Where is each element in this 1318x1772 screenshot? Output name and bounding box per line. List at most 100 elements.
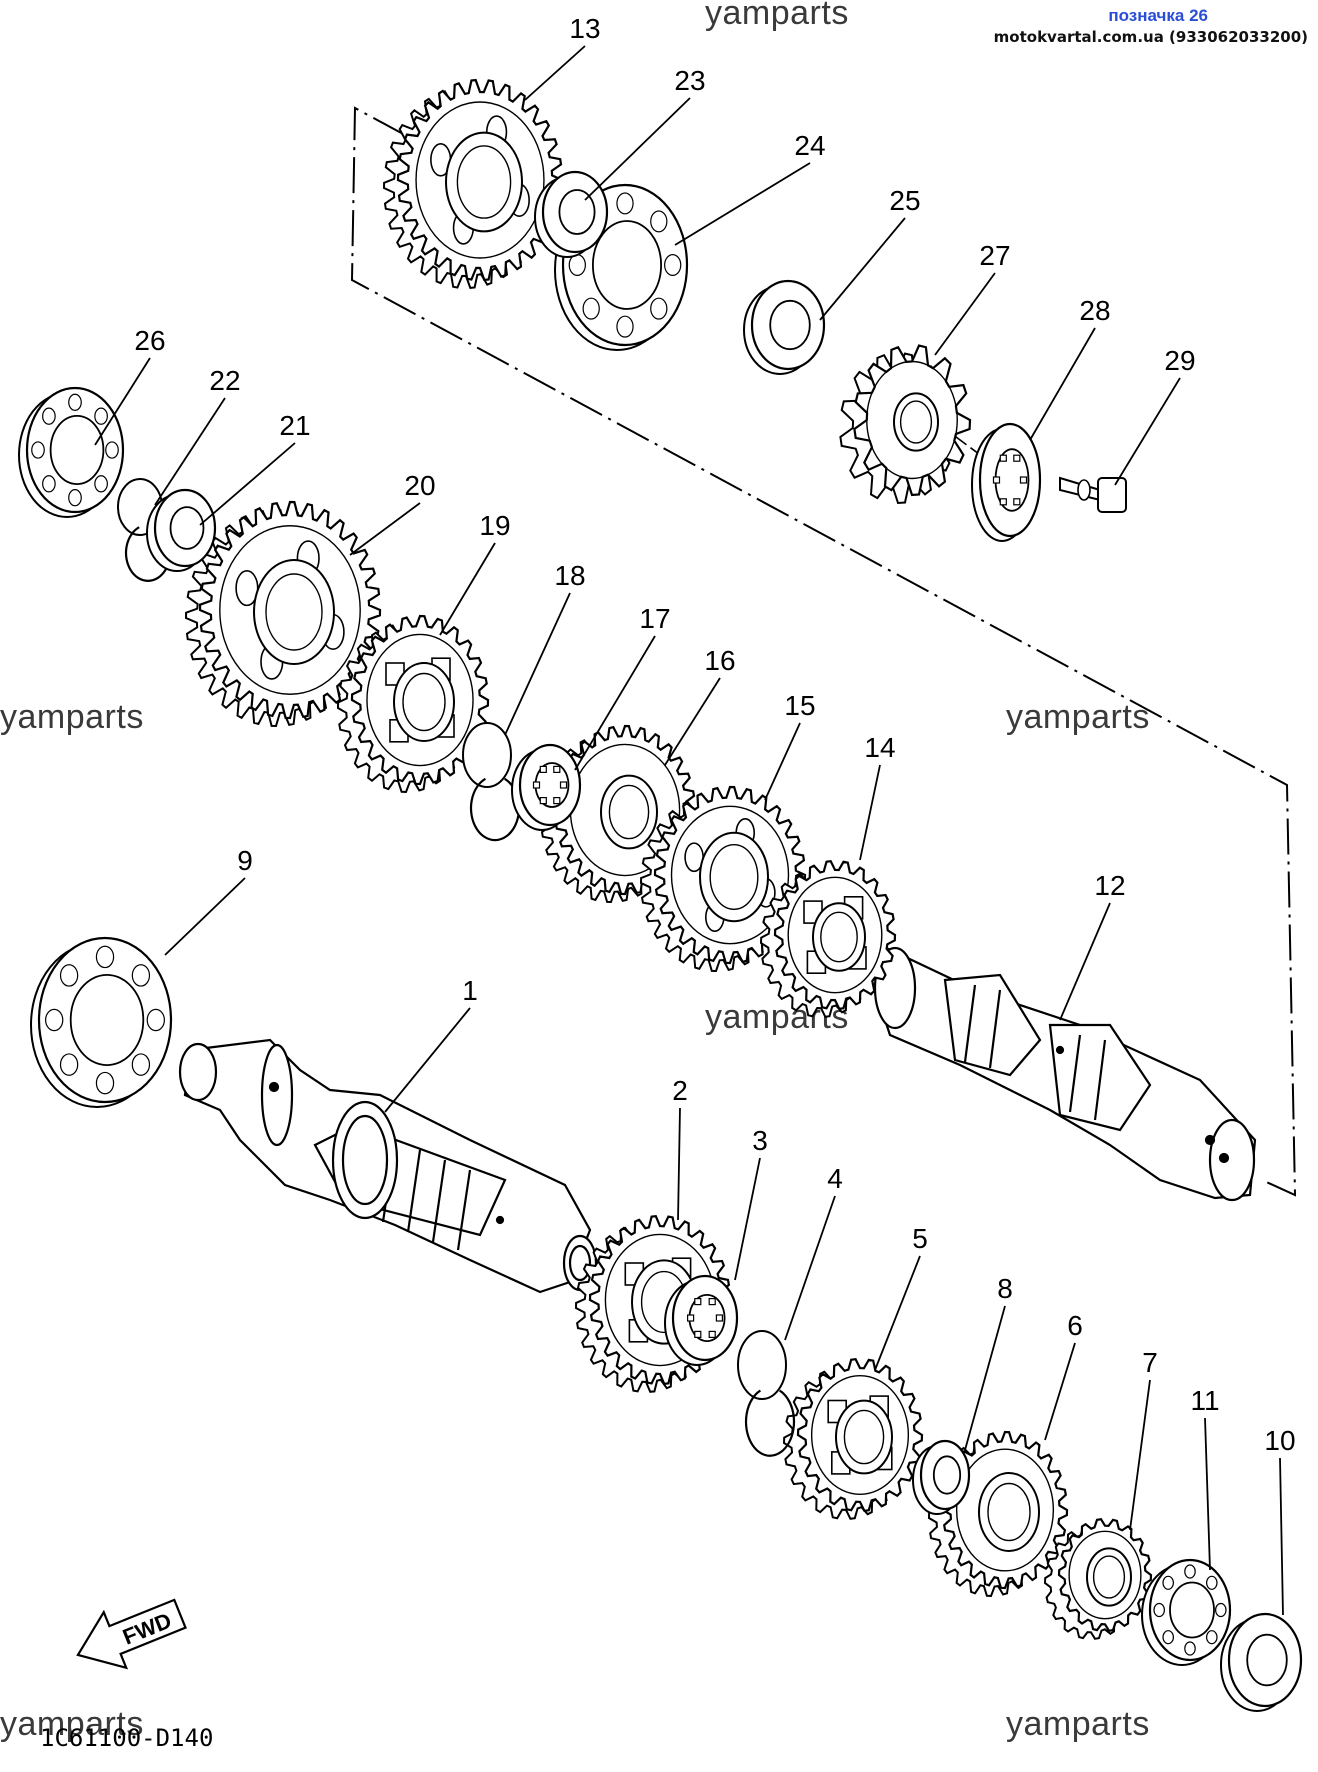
leader-line-3	[734, 1157, 761, 1281]
part-number-18: 18	[554, 560, 585, 591]
callout-4: 4	[784, 1163, 843, 1341]
gear-14	[759, 859, 897, 1018]
leader-line-7	[1129, 1379, 1151, 1531]
callout-13: 13	[524, 13, 601, 101]
gear-20	[184, 500, 382, 728]
callout-19: 19	[439, 510, 511, 636]
callout-12: 12	[1059, 870, 1126, 1021]
callout-6: 6	[1044, 1310, 1083, 1441]
callout-25: 25	[819, 185, 921, 321]
part-number-17: 17	[639, 603, 670, 634]
bearing-11	[1141, 1558, 1232, 1666]
washer-21	[146, 488, 217, 572]
gear-13	[382, 78, 564, 289]
header-label: позначка 26	[1108, 6, 1208, 25]
leader-line-18	[504, 592, 571, 736]
part-number-21: 21	[279, 410, 310, 441]
leader-line-20	[349, 502, 421, 556]
part-number-3: 3	[752, 1125, 768, 1156]
leader-line-21	[199, 442, 296, 526]
bearing-9	[30, 936, 173, 1108]
part-number-11: 11	[1190, 1385, 1219, 1416]
callout-7: 7	[1129, 1347, 1158, 1531]
leader-line-8	[964, 1305, 1006, 1451]
leader-line-29	[1114, 377, 1181, 486]
leader-line-19	[439, 542, 496, 636]
part-number-29: 29	[1164, 345, 1195, 376]
assembly-boundary	[350, 106, 1297, 1197]
callout-10: 10	[1264, 1425, 1296, 1616]
leader-line-24	[674, 162, 811, 246]
part-number-23: 23	[674, 65, 705, 96]
callout-27: 27	[934, 240, 1011, 356]
leader-line-26	[94, 357, 151, 446]
leader-line-25	[819, 217, 906, 321]
leader-line-22	[154, 397, 226, 506]
fwd-arrow-icon: FWD	[76, 1598, 187, 1670]
leader-line-28	[1029, 327, 1096, 441]
leader-line-10	[1279, 1457, 1284, 1616]
washer-17	[511, 743, 582, 831]
callout-1: 1	[384, 975, 478, 1113]
lock-plate-28	[971, 422, 1042, 542]
watermark-top: yamparts	[705, 0, 849, 32]
drive-axle	[873, 943, 1257, 1202]
part-number-10: 10	[1264, 1425, 1295, 1456]
callout-2: 2	[672, 1075, 688, 1221]
callout-24: 24	[674, 130, 826, 246]
part-number-5: 5	[912, 1223, 928, 1254]
leader-line-13	[524, 45, 586, 101]
leader-line-15	[764, 722, 801, 801]
part-number-25: 25	[889, 185, 920, 216]
callout-14: 14	[859, 732, 896, 861]
part-number-20: 20	[404, 470, 435, 501]
leader-line-4	[784, 1195, 836, 1341]
header-source: motokvartal.com.ua (933062033200)	[993, 28, 1308, 46]
gear-7	[1043, 1517, 1153, 1640]
sprocket-27	[839, 344, 972, 505]
callout-20: 20	[349, 470, 436, 556]
callout-9: 9	[164, 845, 253, 956]
part-number-16: 16	[704, 645, 735, 676]
part-number-7: 7	[1142, 1347, 1158, 1378]
callout-5: 5	[874, 1223, 928, 1371]
washer-3	[664, 1274, 739, 1366]
part-number-9: 9	[237, 845, 253, 876]
callout-21: 21	[199, 410, 311, 526]
leader-line-9	[164, 877, 246, 956]
leader-line-6	[1044, 1342, 1076, 1441]
part-number-6: 6	[1067, 1310, 1083, 1341]
leader-line-2	[677, 1107, 681, 1221]
leader-line-11	[1204, 1417, 1211, 1571]
watermark-right: yamparts	[1006, 698, 1150, 736]
gear-15	[639, 785, 807, 973]
watermark-bottom-left: yamparts	[0, 1705, 144, 1743]
watermark-left: yamparts	[0, 698, 144, 736]
callout-16: 16	[664, 645, 736, 766]
part-number-24: 24	[794, 130, 825, 161]
leader-line-1	[384, 1007, 471, 1113]
callout-23: 23	[584, 65, 706, 201]
callout-18: 18	[504, 560, 586, 736]
part-number-4: 4	[827, 1163, 843, 1194]
circlip-18	[462, 722, 521, 842]
part-number-15: 15	[784, 690, 815, 721]
callout-26: 26	[94, 325, 166, 446]
callouts: 1234567891011121314151617181920212223242…	[94, 13, 1296, 1616]
leader-line-27	[934, 272, 996, 356]
callout-28: 28	[1029, 295, 1111, 441]
gear-2	[574, 1215, 732, 1393]
callout-11: 11	[1190, 1385, 1220, 1571]
part-number-22: 22	[209, 365, 240, 396]
leader-line-17	[574, 635, 656, 771]
callout-22: 22	[154, 365, 241, 506]
part-number-13: 13	[569, 13, 600, 44]
callout-15: 15	[764, 690, 816, 801]
main-shaft	[178, 1038, 598, 1294]
leader-line-5	[874, 1255, 921, 1371]
part-number-12: 12	[1094, 870, 1125, 901]
leader-line-14	[859, 764, 881, 861]
oil-seal-25	[743, 279, 826, 375]
callout-8: 8	[964, 1273, 1013, 1451]
